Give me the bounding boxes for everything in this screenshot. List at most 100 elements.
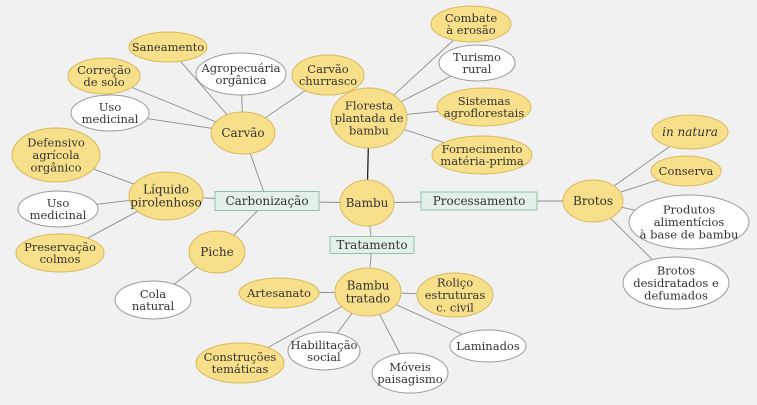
node-fornec-shape — [431, 135, 533, 175]
node-defensivo-shape — [11, 127, 101, 183]
node-brotosd-label: desidratados e — [633, 276, 719, 290]
node-proc: Processamento — [420, 191, 538, 211]
node-preserv-label: Preservação — [24, 240, 96, 254]
node-sistemas-label: agroflorestais — [444, 106, 525, 120]
node-artesanato: Artesanato — [238, 277, 320, 309]
node-uso2-label: medicinal — [30, 208, 87, 222]
node-sistemas-label: Sistemas — [458, 94, 511, 108]
node-habil-label: Habilitação — [291, 338, 358, 352]
node-floresta-shape — [330, 87, 408, 149]
node-cola-label: Cola — [140, 287, 166, 301]
node-trat-label: Tratamento — [336, 238, 407, 252]
node-defensivo-label: orgânico — [30, 160, 81, 174]
node-produtos-label: Produtos — [663, 203, 715, 217]
node-construc-label: temáticas — [212, 362, 269, 376]
node-bambu-shape — [339, 179, 395, 227]
node-moveis-label: paisagismo — [377, 372, 442, 386]
node-churrasco-label: Carvão — [307, 62, 349, 76]
node-habil-shape — [287, 331, 361, 371]
node-saneamento-shape — [128, 31, 208, 63]
node-turismo-label: rural — [463, 62, 492, 76]
node-laminados-shape — [449, 329, 527, 363]
node-preserv-shape — [15, 233, 105, 273]
node-correcao-label: de solo — [83, 75, 124, 89]
node-innatura: in natura — [651, 114, 729, 150]
node-fornec-label: matéria-prima — [440, 154, 524, 168]
node-saneamento: Saneamento — [128, 31, 208, 63]
node-piche: Piche — [188, 230, 246, 274]
node-artesanato-label: Artesanato — [246, 286, 311, 300]
node-carb-shape — [214, 191, 320, 211]
node-uso1-label: medicinal — [82, 112, 139, 126]
node-construc-shape — [195, 342, 285, 384]
node-floresta-label: Floresta — [345, 99, 393, 113]
node-turismo-label: Turismo — [453, 50, 501, 64]
node-rolico-shape — [416, 272, 494, 318]
node-innatura-label: in natura — [662, 125, 718, 139]
node-fornec-label: Fornecimento — [442, 142, 523, 156]
node-cola-shape — [114, 280, 192, 320]
node-laminados: Laminados — [449, 329, 527, 363]
node-turismo-shape — [438, 44, 516, 82]
node-tratado-shape — [334, 267, 402, 317]
node-agro-shape — [195, 52, 287, 96]
node-habil-label: social — [307, 350, 341, 364]
node-brotos-label: Brotos — [573, 194, 613, 208]
node-construc-label: Construções — [204, 350, 277, 364]
node-combate-label: à erosão — [446, 23, 495, 37]
node-tratado-label: Bambu — [347, 279, 390, 293]
node-combate-shape — [430, 5, 512, 43]
node-rolico-label: Roliço — [437, 276, 473, 290]
node-sistemas-shape — [436, 87, 532, 127]
node-liquido-label: pirolenhoso — [130, 195, 201, 209]
node-carvao-shape — [210, 111, 276, 155]
node-tratado-label: tratado — [346, 291, 391, 305]
node-brotosd-label: Brotos — [657, 264, 695, 278]
node-bambu-label: Bambu — [346, 196, 389, 210]
node-uso1-shape — [70, 94, 150, 132]
node-conserva-label: Conserva — [659, 164, 714, 178]
node-churrasco-shape — [291, 54, 365, 96]
node-uso2-label: Uso — [47, 196, 70, 210]
node-produtos-label: à base de bambu — [640, 227, 739, 241]
node-uso2-shape — [17, 190, 99, 228]
node-brotosd-label: defumados — [644, 288, 708, 302]
node-floresta-label: bambu — [349, 123, 389, 137]
node-liquido-shape — [128, 171, 204, 221]
node-liquido-label: Líquido — [143, 183, 189, 197]
node-laminados-label: Laminados — [456, 339, 520, 353]
node-proc-shape — [420, 191, 538, 211]
node-churrasco-label: churrasco — [299, 74, 357, 88]
node-piche-label: Piche — [200, 245, 233, 259]
node-agro-label: Agropecuária — [201, 61, 281, 75]
node-saneamento-label: Saneamento — [132, 40, 205, 54]
node-trat: Tratamento — [329, 236, 415, 254]
node-cola-label: natural — [132, 299, 175, 313]
node-uso1-label: Uso — [99, 100, 122, 114]
node-produtos-shape — [628, 194, 750, 250]
node-conserva-shape — [650, 155, 722, 187]
node-defensivo-label: Defensivo — [27, 136, 85, 150]
node-carb-label: Carbonização — [225, 194, 308, 208]
node-rolico-label: estruturas — [425, 288, 486, 302]
node-carb: Carbonização — [214, 191, 320, 211]
node-correcao-shape — [67, 57, 141, 95]
node-innatura-shape — [651, 114, 729, 150]
node-rolico-label: c. civil — [436, 300, 474, 314]
